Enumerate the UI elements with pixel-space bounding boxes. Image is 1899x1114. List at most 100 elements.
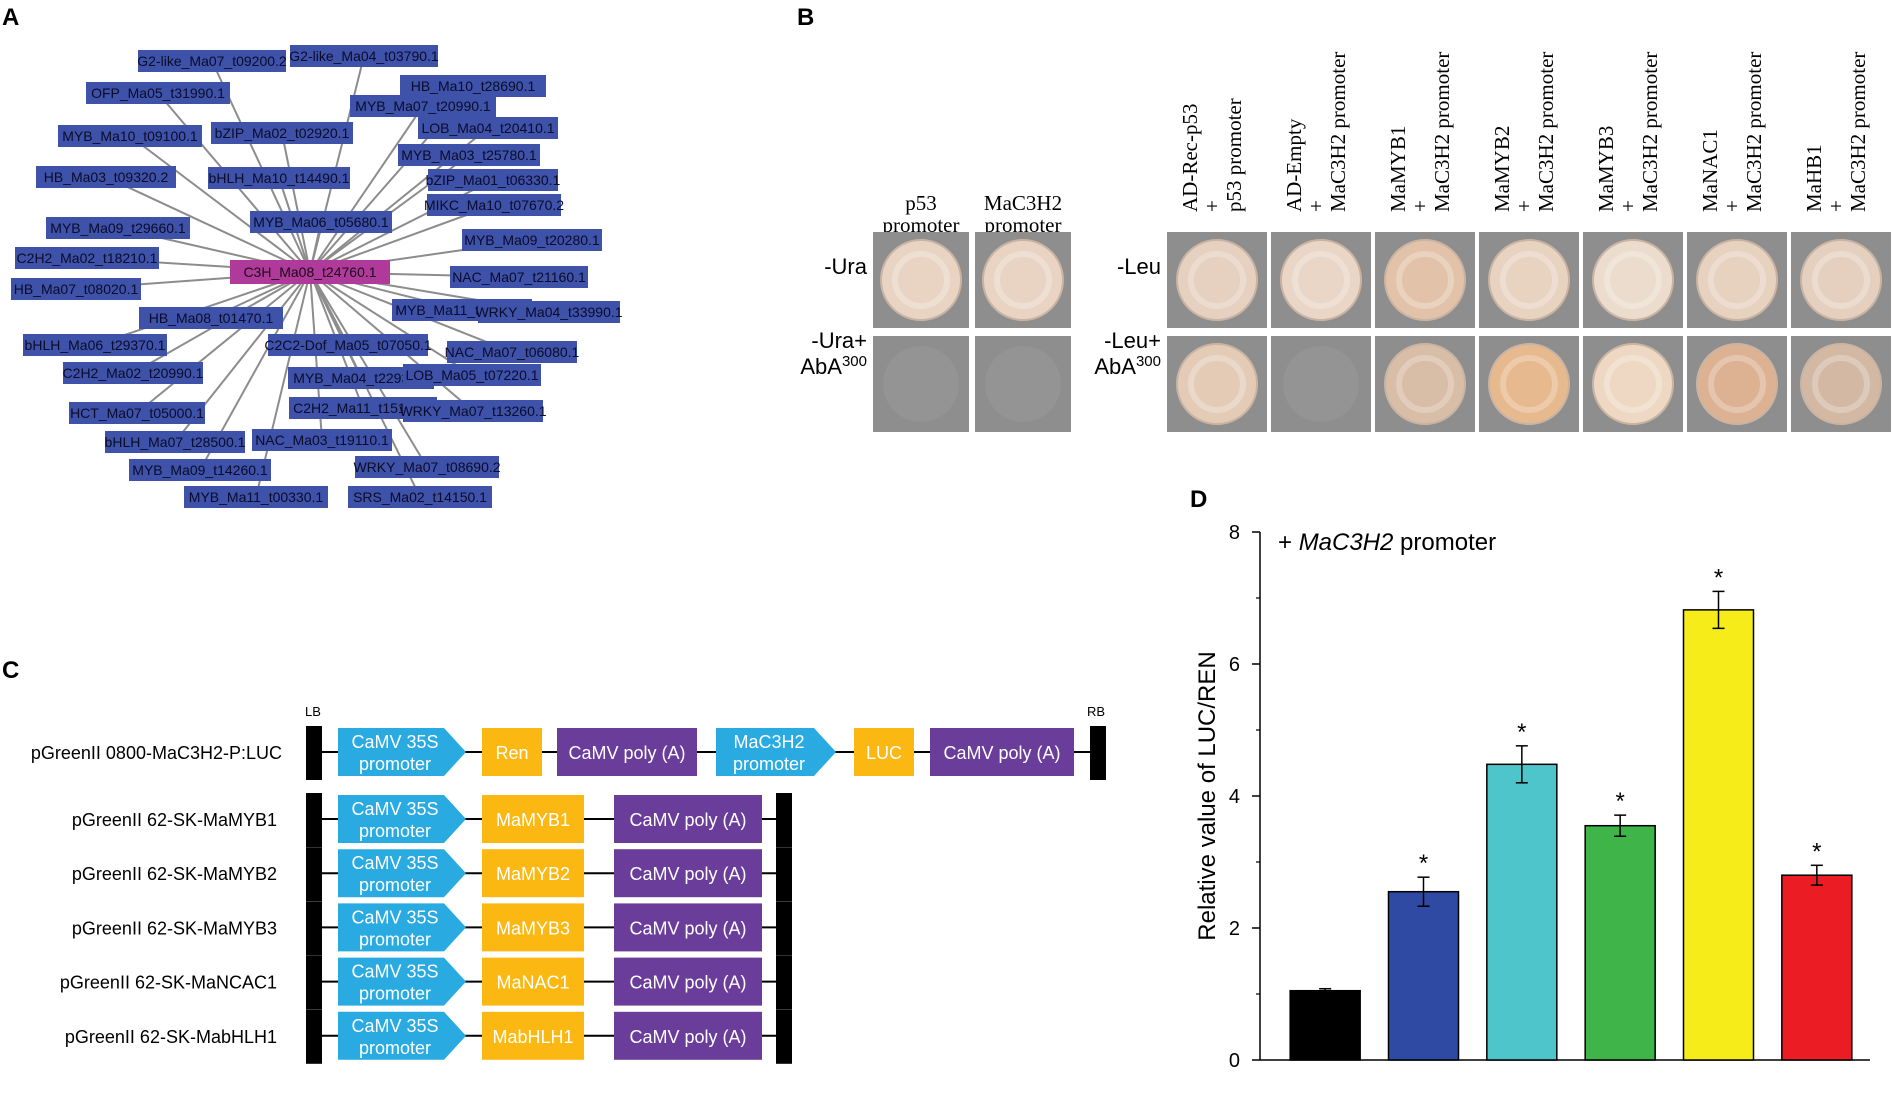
network-node: LOB_Ma05_t07220.1 — [403, 364, 541, 386]
construct-name: pGreenII 62-SK-MaMYB3 — [72, 918, 277, 938]
network-node: NAC_Ma07_t06080.1 — [445, 341, 580, 363]
polya-block-label: CaMV poly (A) — [629, 973, 746, 993]
rb-label: RB — [1087, 704, 1105, 719]
network-node: HB_Ma07_t08020.1 — [11, 278, 141, 300]
network-node: G2-like_Ma04_t03790.1 — [289, 45, 439, 67]
network-node: MYB_Ma06_t05680.1 — [250, 211, 392, 233]
gene-block-label: MaMYB1 — [496, 810, 570, 830]
network-node-label: WRKY_Ma04_t33990.1 — [475, 304, 622, 320]
lb-label: LB — [305, 704, 321, 719]
network-node: WRKY_Ma07_t08690.2 — [353, 456, 501, 478]
bar — [1682, 609, 1755, 1061]
network-node: HB_Ma08_t01470.1 — [139, 307, 283, 329]
network-node: bZIP_Ma01_t06330.1 — [426, 169, 561, 191]
border-block — [776, 1009, 792, 1064]
network-node-label: bHLH_Ma10_t14490.1 — [209, 170, 350, 186]
construct-name: pGreenII 0800-MaC3H2-P:LUC — [31, 743, 282, 763]
polya-block: CaMV poly (A) — [557, 728, 697, 776]
plate-column-header-rotated: AD-Empty+MaC3H2 promoter — [1282, 52, 1350, 212]
network-node-label: C2C2-Dof_Ma05_t07050.1 — [264, 337, 432, 353]
network-node: HB_Ma03_t09320.2 — [36, 166, 176, 188]
promoter-label: MaC3H2 — [733, 732, 804, 752]
network-edge — [281, 132, 311, 273]
yeast-plate-spot — [1479, 336, 1579, 432]
network-node: bHLH_Ma06_t29370.1 — [23, 334, 167, 356]
network-node: NAC_Ma07_t21160.1 — [450, 266, 588, 288]
border-block — [306, 901, 322, 956]
network-node-label: MYB_Ma11_t00330.1 — [189, 489, 324, 505]
row-label-aba: AbA300 — [800, 353, 867, 379]
network-node: HB_Ma10_t28690.1 — [400, 75, 546, 97]
promoter-label: promoter — [359, 929, 431, 949]
network-node-label: bZIP_Ma01_t06330.1 — [426, 172, 561, 188]
yeast-plate-spot — [873, 232, 969, 328]
yeast-plate-spot — [1271, 232, 1371, 328]
network-node-label: MYB_Ma09_t29660.1 — [50, 220, 186, 236]
y-tick-label: 6 — [1229, 654, 1240, 676]
network-node: C2C2-Dof_Ma05_t07050.1 — [264, 334, 432, 356]
panel-label-b: B — [797, 4, 815, 31]
yeast-plate-spot — [1167, 232, 1267, 328]
bar — [1289, 989, 1361, 1061]
network-node: HCT_Ma07_t05000.1 — [69, 402, 205, 424]
panel-label-a: A — [2, 4, 20, 31]
network-node-label: NAC_Ma07_t06080.1 — [445, 344, 580, 360]
gene-block-label: LUC — [866, 743, 902, 763]
promoter-label: CaMV 35S — [351, 732, 438, 752]
polya-block-label: CaMV poly (A) — [943, 743, 1060, 763]
border-block — [776, 955, 792, 1010]
polya-block: CaMV poly (A) — [614, 1011, 762, 1060]
network-node: bHLH_Ma07_t28500.1 — [105, 431, 246, 453]
network-edge — [136, 271, 311, 414]
network-hub-node: C3H_Ma08_t24760.1 — [230, 260, 390, 284]
network-node: MYB_Ma09_t20280.1 — [462, 229, 602, 251]
network-edge — [309, 271, 473, 376]
promoter-label: CaMV 35S — [351, 799, 438, 819]
yeast-plate-spot — [1791, 336, 1891, 432]
border-block — [306, 955, 322, 1010]
network-node-label: WRKY_Ma07_t08690.2 — [353, 459, 500, 475]
network-node: MIKC_Ma10_t07670.2 — [424, 194, 564, 216]
yeast-plate-spot — [1479, 232, 1579, 328]
promoter-label: promoter — [359, 821, 431, 841]
network-node-label: MIKC_Ma10_t07670.2 — [424, 197, 564, 213]
row-label-leu-aba: -Leu+ — [1104, 328, 1161, 353]
yeast-plate-spot — [1583, 336, 1683, 432]
plate-column-header-rotated: MaHB1+MaC3H2 promoter — [1802, 52, 1870, 212]
network-node-label: G2-like_Ma07_t09200.2 — [137, 53, 287, 69]
network-edge — [129, 135, 311, 273]
gene-block: MaMYB1 — [482, 795, 584, 843]
network-edge — [309, 55, 365, 273]
network-node-label: NAC_Ma07_t21160.1 — [452, 269, 586, 285]
bar — [1387, 890, 1460, 1061]
bar — [1781, 874, 1853, 1061]
network-node-label: MYB_Ma07_t20990.1 — [355, 98, 491, 114]
yeast-plate-spot — [975, 232, 1071, 328]
network-node: MYB_Ma11_t00330.1 — [184, 486, 328, 508]
yeast-plate-spot — [1375, 336, 1475, 432]
gene-block: MaMYB3 — [482, 903, 584, 952]
network-edge — [105, 176, 311, 273]
network-node: MYB_Ma10_t09100.1 — [58, 125, 202, 147]
significance-mark: * — [1812, 838, 1821, 865]
network-node: LOB_Ma04_t20410.1 — [418, 117, 558, 139]
y-tick-label: 0 — [1229, 1050, 1240, 1072]
gene-block-label: MaMYB3 — [496, 918, 570, 938]
gene-block-label: MabHLH1 — [492, 1027, 573, 1047]
network-node-label: bHLH_Ma07_t28500.1 — [105, 434, 246, 450]
network-node: C2H2_Ma11_t15120.1 — [289, 397, 437, 419]
gene-block: Ren — [482, 728, 542, 776]
border-block — [306, 793, 322, 847]
y-tick-label: 8 — [1229, 522, 1240, 544]
network-node-label: bZIP_Ma02_t02920.1 — [215, 125, 350, 141]
network-node: OFP_Ma05_t31990.1 — [86, 82, 230, 104]
promoter-label: promoter — [359, 1038, 431, 1058]
promoter-label: CaMV 35S — [351, 907, 438, 927]
network-node-label: C2H2_Ma11_t15120.1 — [293, 400, 433, 416]
yeast-plate-spot — [1375, 232, 1475, 328]
y-axis-label: Relative value of LUC/REN — [1194, 651, 1221, 940]
gene-block-label: Ren — [495, 743, 528, 763]
